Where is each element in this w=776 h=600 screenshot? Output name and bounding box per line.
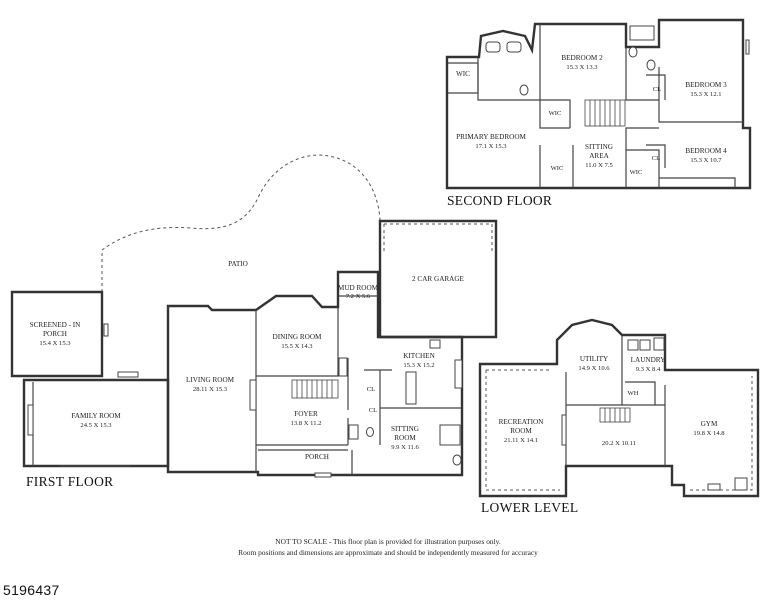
- foyer-dim: 13.8 X 11.2: [291, 420, 322, 427]
- bedroom-3-label: BEDROOM 3: [685, 81, 727, 89]
- living-room-dim: 28.11 X 15.3: [193, 386, 228, 393]
- garage-label: 2 CAR GARAGE: [412, 275, 465, 283]
- disclaimer-line-2: Room positions and dimensions are approx…: [238, 548, 538, 557]
- wic-label: WIC: [549, 110, 562, 117]
- first-floor-title: FIRST FLOOR: [26, 474, 113, 489]
- bedroom-3-dim: 15.3 X 12.1: [690, 91, 721, 98]
- sitting-area-label: SITTING: [585, 143, 613, 151]
- laundry-dim: 9.3 X 8.4: [636, 366, 661, 373]
- recreation-room-label-2: ROOM: [510, 427, 532, 435]
- bedroom-4-dim: 15.3 X 10.7: [690, 157, 722, 164]
- sitting-area-label-2: AREA: [589, 152, 609, 160]
- dining-room-label: DINING ROOM: [273, 333, 323, 341]
- closet-label: CL: [653, 86, 661, 93]
- screened-porch-label: SCREENED - IN: [30, 321, 82, 329]
- wic-label: WIC: [551, 165, 564, 172]
- screened-porch-label-2: PORCH: [43, 330, 67, 338]
- gym-label: GYM: [701, 420, 718, 428]
- wic-label: WIC: [630, 169, 643, 176]
- closet-label: CL: [652, 155, 660, 162]
- porch-label: PORCH: [305, 453, 329, 461]
- primary-bedroom-label: PRIMARY BEDROOM: [456, 133, 526, 141]
- utility-label: UTILITY: [580, 355, 609, 363]
- closet-label: CL: [369, 407, 377, 414]
- bedroom-2-dim: 15.3 X 13.3: [566, 64, 598, 71]
- listing-id: 5196437: [3, 582, 60, 598]
- dining-room-dim: 15.5 X 14.3: [281, 343, 313, 350]
- sitting-room-dim: 9.9 X 11.6: [391, 444, 419, 451]
- mud-room-label: MUD ROOM: [338, 284, 379, 292]
- utility-dim: 14.9 X 10.6: [578, 365, 610, 372]
- family-room-label: FAMILY ROOM: [71, 412, 121, 420]
- bedroom-4-label: BEDROOM 4: [685, 147, 727, 155]
- recreation-room-dim: 21.11 X 14.1: [504, 437, 538, 444]
- second-floor-title: SECOND FLOOR: [447, 193, 552, 208]
- second-floor-plan: [445, 18, 752, 190]
- kitchen-label: KITCHEN: [403, 352, 435, 360]
- sitting-area-dim: 11.0 X 7.5: [585, 162, 613, 169]
- bedroom-2-label: BEDROOM 2: [561, 54, 603, 62]
- center-room-dim: 20.2 X 10.11: [602, 440, 636, 447]
- family-room-dim: 24.5 X 15.3: [80, 422, 112, 429]
- first-floor-plan: [10, 154, 498, 478]
- sitting-room-label-2: ROOM: [394, 434, 416, 442]
- lower-level-plan: [478, 318, 760, 498]
- wic-label: WIC: [456, 70, 470, 78]
- primary-bedroom-dim: 17.1 X 15.3: [475, 143, 507, 150]
- living-room-label: LIVING ROOM: [186, 376, 235, 384]
- lower-level-title: LOWER LEVEL: [481, 500, 578, 515]
- kitchen-dim: 15.3 X 15.2: [403, 362, 434, 369]
- sitting-room-label: SITTING: [391, 425, 419, 433]
- water-heater-label: WH: [628, 390, 639, 397]
- mud-room-dim: 7.2 X 5.6: [346, 293, 371, 300]
- recreation-room-label: RECREATION: [499, 418, 545, 426]
- foyer-label: FOYER: [294, 410, 318, 418]
- gym-dim: 19.8 X 14.8: [693, 430, 725, 437]
- disclaimer-line-1: NOT TO SCALE - This floor plan is provid…: [275, 537, 501, 546]
- closet-label: CL: [367, 386, 375, 393]
- laundry-label: LAUNDRY: [631, 356, 667, 364]
- patio-label: PATIO: [228, 260, 248, 268]
- screened-porch-dim: 15.4 X 15.3: [39, 340, 71, 347]
